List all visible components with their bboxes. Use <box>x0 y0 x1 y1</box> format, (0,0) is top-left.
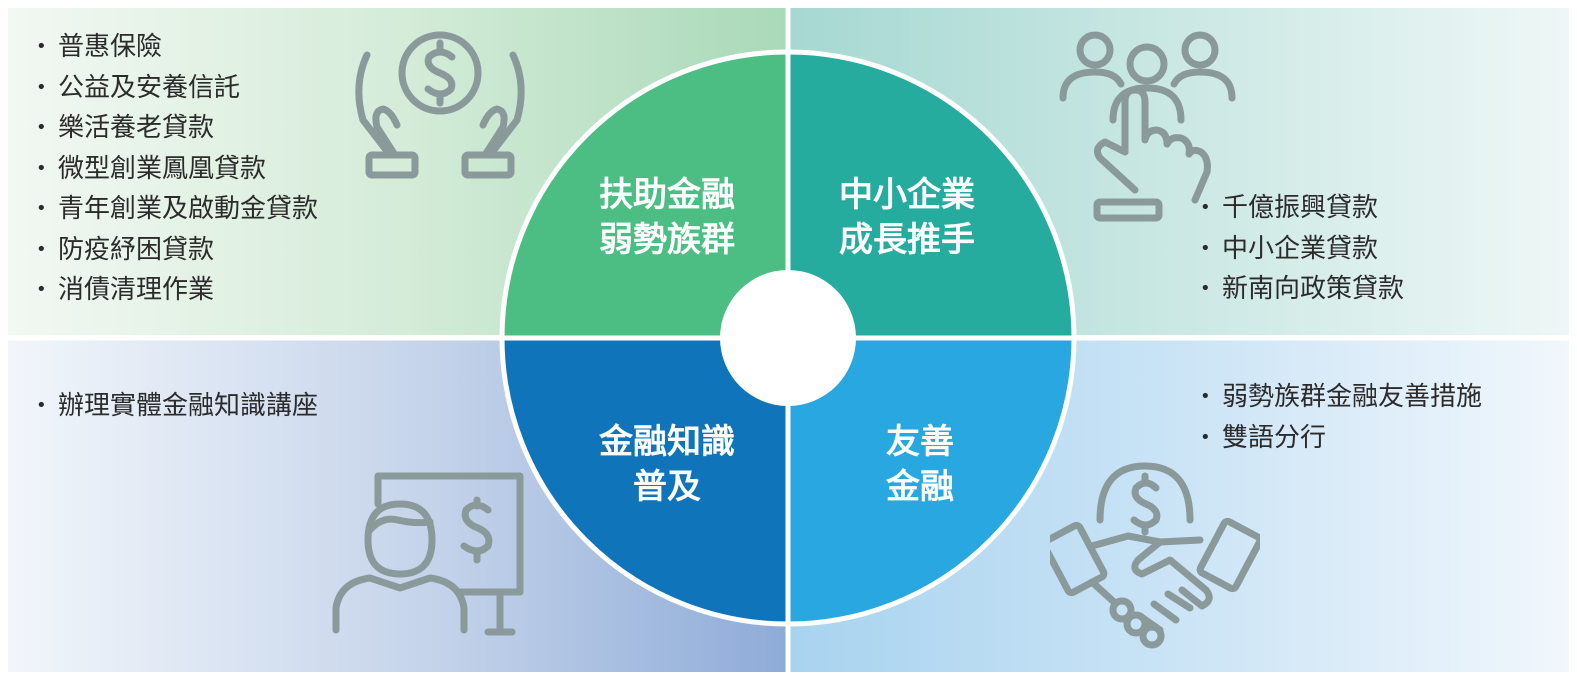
center-hub <box>720 270 856 406</box>
quadrant-title-line: 普及 <box>633 467 701 507</box>
quadrant-title-line: 中小企業 <box>839 175 975 215</box>
handshake-dollar-icon <box>1050 462 1260 649</box>
list-item: 青年創業及啟動金貸款 <box>36 189 318 230</box>
quadrant-title-line: 扶助金融 <box>599 175 735 215</box>
quadrant-title-line: 金融 <box>885 467 954 507</box>
list-item: 公益及安養信託 <box>36 68 318 109</box>
quadrant-title-line: 金融知識 <box>598 422 735 462</box>
wedge-top-right <box>788 52 1074 338</box>
list-item: 千億振興貸款 <box>1200 188 1404 229</box>
list-item: 樂活養老貸款 <box>36 108 318 149</box>
list-item: 中小企業貸款 <box>1200 229 1404 270</box>
top-left-item-list: 普惠保險 公益及安養信託 樂活養老貸款 微型創業鳳凰貸款 青年創業及啟動金貸款 … <box>36 27 318 311</box>
list-item: 新南向政策貸款 <box>1200 269 1404 310</box>
quadrant-title-line: 成長推手 <box>839 220 975 260</box>
wedge-bottom-left <box>502 338 788 624</box>
list-item: 普惠保險 <box>36 27 318 68</box>
quadrant-title-line: 弱勢族群 <box>599 220 735 260</box>
bottom-right-item-list: 弱勢族群金融友善措施 雙語分行 <box>1200 377 1482 458</box>
hands-dollar-icon <box>355 31 525 179</box>
list-item: 防疫紓困貸款 <box>36 230 318 271</box>
wedge-bottom-right <box>788 338 1074 624</box>
list-item: 消債清理作業 <box>36 270 318 311</box>
group-pointing-hand-icon <box>1059 31 1236 222</box>
list-item: 微型創業鳳凰貸款 <box>36 149 318 190</box>
presenter-board-icon <box>332 472 524 636</box>
top-right-item-list: 千億振興貸款 中小企業貸款 新南向政策貸款 <box>1200 188 1404 310</box>
wedge-top-left <box>502 52 788 338</box>
quadrant-title-line: 友善 <box>886 422 954 462</box>
list-item: 辦理實體金融知識講座 <box>36 386 318 427</box>
bottom-left-item-list: 辦理實體金融知識講座 <box>36 386 318 427</box>
list-item: 雙語分行 <box>1200 418 1482 459</box>
list-item: 弱勢族群金融友善措施 <box>1200 377 1482 418</box>
